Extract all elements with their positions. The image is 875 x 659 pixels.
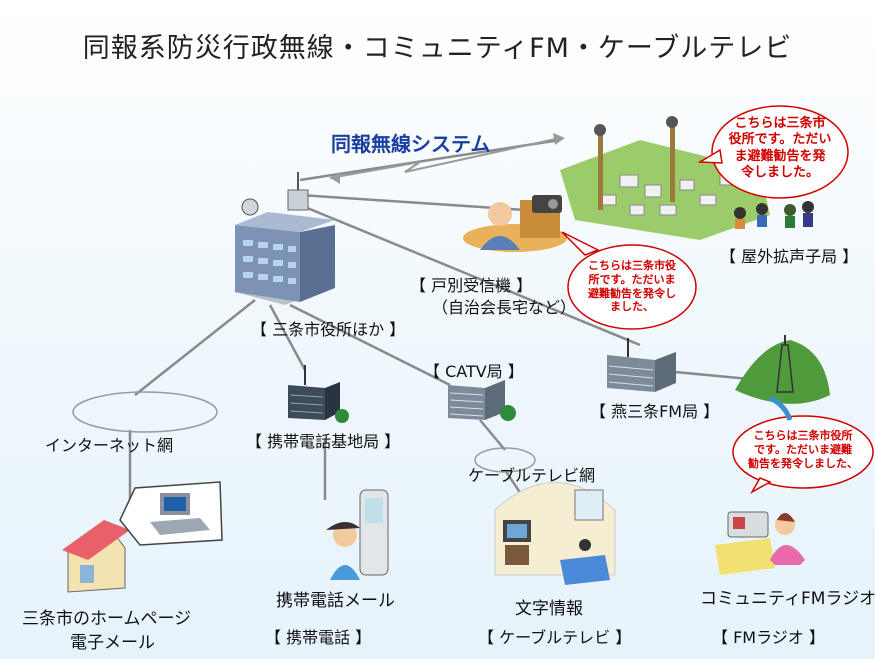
arrowhead-left-icon	[330, 172, 340, 184]
cell-base-label: 【 携帯電話基地局 】	[246, 432, 401, 451]
city-hall-building-icon	[235, 172, 335, 305]
home-computer-icon	[62, 481, 223, 593]
fm-radio-label: 【 FMラジオ 】	[712, 628, 825, 647]
speaker-msg-line-1: こちらは三条市	[734, 116, 826, 131]
fm-tower-mountain-icon	[735, 335, 830, 421]
outdoor-speaker-label: 【 屋外拡声子局 】	[720, 247, 859, 266]
mobile-phone-person-icon	[326, 489, 389, 580]
receiver-msg-line-1: こちらは三条市役	[588, 259, 676, 272]
household-receiver-icon	[463, 195, 567, 252]
mobile-phone-label: 【 携帯電話 】	[265, 628, 372, 647]
fm-station-label: 【 燕三条FM局 】	[590, 402, 720, 421]
fm-msg-line-2: です。ただいま避難	[754, 442, 852, 456]
link-hall-receiver	[299, 193, 526, 212]
cable-tv-living-room-icon	[494, 482, 616, 585]
link-hall-internet	[134, 299, 256, 396]
cable-network-label: ケーブルテレビ網	[468, 466, 596, 485]
cell-base-station-icon	[288, 365, 349, 423]
speaker-msg-line-3: ま避難勧告を発	[734, 148, 826, 164]
link-hall-catv	[289, 303, 451, 387]
link-hall-cellbase	[268, 304, 307, 371]
receiver-msg-line-2: 所です。ただいま	[588, 272, 676, 286]
household-receiver-sub-label: （自治会長宅など）	[432, 298, 577, 317]
text-info-label: 文字情報	[515, 599, 583, 619]
residents-icon	[734, 201, 814, 229]
page-title: 同報系防災行政無線・コミュニティFM・ケーブルテレビ	[82, 33, 793, 64]
cable-network-ellipse	[474, 447, 536, 473]
wireless-link-icon	[329, 137, 561, 179]
catv-station-icon	[448, 380, 516, 421]
link-catv-cable	[479, 419, 506, 451]
email-label: 電子メール	[70, 633, 155, 653]
catv-station-label: 【 CATV局 】	[424, 362, 524, 381]
homepage-label: 三条市のホームページ	[22, 609, 192, 629]
household-receiver-label: 【 戸別受信機 】	[410, 276, 533, 295]
mobile-mail-label: 携帯電話メール	[276, 591, 395, 611]
receiver-msg-line-4: ました、	[610, 300, 654, 314]
speech-bubble-fm: こちらは三条市役所 です。ただいま避難 勧告を発令しました、	[738, 429, 868, 470]
arrowhead-right-icon	[553, 133, 565, 145]
city-hall-label: 【 三条市役所ほか 】	[251, 320, 406, 339]
fm-radio-listener-icon	[715, 511, 805, 575]
speech-bubble-fm-shape	[732, 415, 874, 494]
link-hall-fm	[299, 203, 641, 347]
community-fm-radio-label: コミュニティFMラジオ	[700, 589, 875, 609]
system-label: 同報無線システム	[331, 132, 491, 156]
speaker-msg-line-4: 令しました。	[740, 164, 819, 180]
fm-msg-line-3: 勧告を発令しました、	[748, 456, 858, 470]
cable-tv-label: 【 ケーブルテレビ 】	[478, 628, 632, 647]
receiver-msg-line-3: 避難勧告を発令し	[588, 286, 676, 300]
internet-ellipse	[72, 391, 218, 433]
internet-label: インターネット網	[45, 436, 174, 455]
fm-station-icon	[607, 338, 676, 392]
speech-bubble-speaker: こちらは三条市 役所です。ただい ま避難勧告を発 令しました。	[714, 116, 846, 181]
speech-bubble-receiver-shape	[561, 231, 697, 330]
speech-bubble-speaker-shape	[697, 105, 849, 199]
speaker-msg-line-2: 役所です。ただい	[728, 132, 832, 148]
speech-bubble-receiver: こちらは三条市役 所です。ただいま 避難勧告を発令し ました、	[576, 259, 688, 314]
fm-msg-line-1: こちらは三条市役所	[753, 429, 853, 442]
